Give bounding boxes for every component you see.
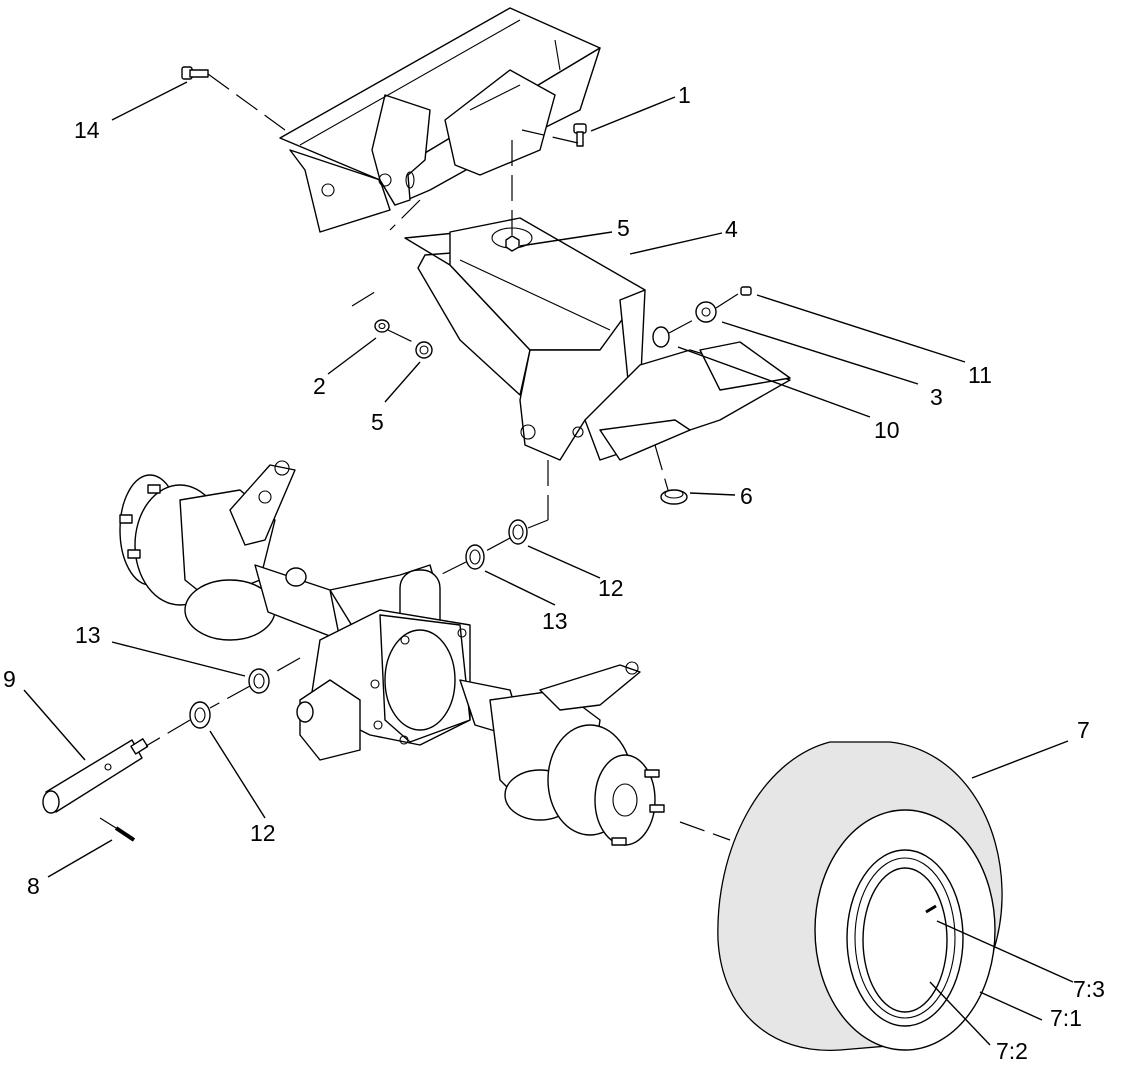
bolt-1-icon <box>573 123 587 147</box>
washer-10-icon <box>652 326 670 348</box>
nut-5-lower-icon <box>415 341 433 359</box>
callout-13-lower: 13 <box>75 622 101 648</box>
callout-11: 11 <box>968 362 992 388</box>
washer-12-upper-icon <box>508 519 528 545</box>
callout-10: 10 <box>874 417 900 443</box>
assembly-lines <box>99 73 739 841</box>
axle-mount-bracket <box>404 217 791 461</box>
callout-5-top: 5 <box>617 215 630 241</box>
washer-13-upper-icon <box>465 544 485 570</box>
callout-7-1: 7:1 <box>1050 1005 1082 1031</box>
callout-14: 14 <box>74 117 100 143</box>
bushing-6-icon <box>660 489 688 505</box>
frame-bracket <box>279 7 601 233</box>
callout-1: 1 <box>678 82 691 108</box>
callout-7-2: 7:2 <box>996 1038 1028 1064</box>
leader-lines <box>23 81 1074 1046</box>
callout-13-upper: 13 <box>542 608 568 634</box>
callout-12-upper: 12 <box>598 575 624 601</box>
callout-6: 6 <box>740 483 753 509</box>
bolt-14-icon <box>181 66 209 80</box>
wheel-assembly <box>717 741 1003 1051</box>
callout-2: 2 <box>313 373 326 399</box>
axle-assembly <box>119 460 665 846</box>
callout-7-3: 7:3 <box>1073 976 1105 1002</box>
callout-3: 3 <box>930 384 943 410</box>
washer-12-lower-icon <box>189 701 211 729</box>
callout-4: 4 <box>725 216 738 242</box>
nut-3-icon <box>695 301 717 323</box>
grease-fitting-11-icon <box>740 286 752 296</box>
nut-5-top-icon <box>505 235 520 252</box>
pin-8-icon <box>114 826 136 842</box>
washer-13-lower-icon <box>248 668 270 694</box>
callout-labels: 14 1 5 4 11 3 10 2 5 6 12 13 13 9 12 8 7… <box>3 82 1105 1064</box>
callout-5-lower: 5 <box>371 409 384 435</box>
callout-7: 7 <box>1077 717 1090 743</box>
pivot-pin-9-icon <box>42 738 149 814</box>
callout-8: 8 <box>27 873 40 899</box>
callout-12-lower: 12 <box>250 820 276 846</box>
washer-2-icon <box>374 319 390 333</box>
callout-9: 9 <box>3 666 16 692</box>
